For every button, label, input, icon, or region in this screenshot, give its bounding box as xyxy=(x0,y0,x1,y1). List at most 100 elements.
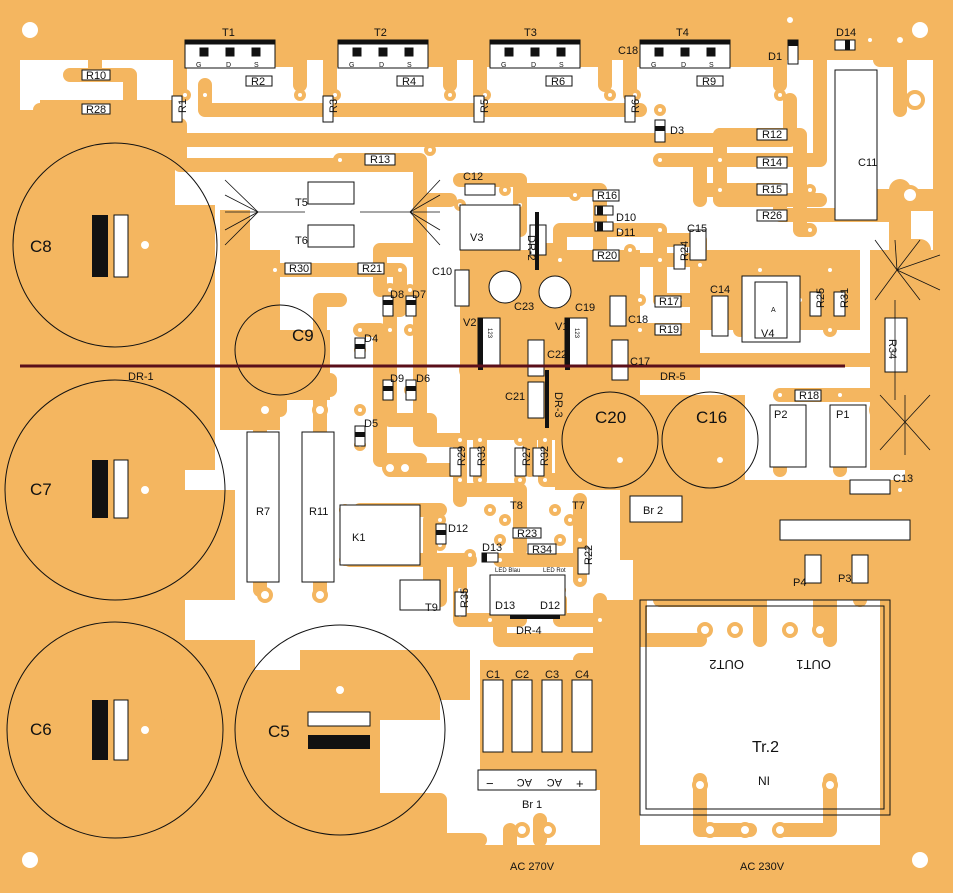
label-R15: R15 xyxy=(762,184,782,196)
label-led-blau: LED Blau xyxy=(495,568,520,574)
label-C11: C11 xyxy=(858,157,877,169)
label-T7: T7 xyxy=(572,500,585,512)
label-R21: R21 xyxy=(362,263,382,275)
label-R2: R2 xyxy=(251,76,265,88)
pin-s: S xyxy=(254,62,259,69)
label-K1: K1 xyxy=(352,532,365,544)
label-out1: OUT1 xyxy=(796,657,831,672)
label-R35: R35 xyxy=(459,588,471,608)
label-R26: R26 xyxy=(762,210,782,222)
label-V2: V2 xyxy=(463,317,476,329)
label-R19: R19 xyxy=(659,324,679,336)
label-D10: D10 xyxy=(616,212,636,224)
pin-s: S xyxy=(709,62,714,69)
pin-s: S xyxy=(407,62,412,69)
label-D6: D6 xyxy=(416,373,430,385)
label-C5: C5 xyxy=(268,722,290,741)
label-R31: R31 xyxy=(839,288,851,308)
label-C16: C16 xyxy=(696,408,727,427)
label-R10: R10 xyxy=(86,70,106,82)
label-ac270: AC 270V xyxy=(510,861,555,873)
label-C19: C19 xyxy=(575,302,595,314)
label-T1: T1 xyxy=(222,27,235,39)
label-DR-2: DR-2 xyxy=(525,235,537,261)
label-D7: D7 xyxy=(412,289,426,301)
label-C7: C7 xyxy=(30,480,52,499)
label-out2: OUT2 xyxy=(709,657,744,672)
label-R34b: R34 xyxy=(886,339,898,359)
label-R3: R3 xyxy=(328,99,340,113)
label-T3: T3 xyxy=(524,27,537,39)
label-C23: C23 xyxy=(514,301,534,313)
label-V1: V1 xyxy=(555,321,568,333)
label-R16: R16 xyxy=(597,190,617,202)
pin-d: D xyxy=(379,62,384,69)
label-D12: D12 xyxy=(448,523,468,535)
label-R18: R18 xyxy=(799,390,819,402)
label-R27: R27 xyxy=(521,446,533,466)
label-D13a: D13 xyxy=(482,542,502,554)
label-P2: P2 xyxy=(774,409,787,421)
pin-g: G xyxy=(501,62,506,69)
label-v2-pins: 123 xyxy=(486,328,492,339)
label-br1-ac1: AC xyxy=(517,776,532,788)
label-D8: D8 xyxy=(390,289,404,301)
label-C12: C12 xyxy=(463,171,483,183)
label-T9: T9 xyxy=(425,602,438,614)
label-C1: C1 xyxy=(486,669,500,681)
label-R5: R5 xyxy=(479,99,491,113)
label-R14: R14 xyxy=(762,157,782,169)
label-D3: D3 xyxy=(670,125,684,137)
silkscreen-layer xyxy=(4,39,941,839)
label-R30: R30 xyxy=(289,263,309,275)
label-V4: V4 xyxy=(761,328,774,340)
label-D9: D9 xyxy=(390,373,404,385)
label-C9: C9 xyxy=(292,326,314,345)
label-C17: C17 xyxy=(630,356,650,368)
pin-g: G xyxy=(651,62,656,69)
label-led-rot: LED Rot xyxy=(543,568,566,574)
pin-d: D xyxy=(226,62,231,69)
label-V3: V3 xyxy=(470,232,483,244)
label-D11: D11 xyxy=(616,227,635,239)
pin-s: S xyxy=(559,62,564,69)
label-R29: R29 xyxy=(456,446,468,466)
label-R23: R23 xyxy=(517,528,537,540)
label-DR-5: DR-5 xyxy=(660,371,686,383)
label-C20: C20 xyxy=(595,408,626,427)
label-R20: R20 xyxy=(597,250,617,262)
label-T2: T2 xyxy=(374,27,387,39)
label-C13: C13 xyxy=(893,473,913,485)
label-R11: R11 xyxy=(309,506,328,518)
label-Br1: Br 1 xyxy=(522,799,542,811)
label-R6: R6 xyxy=(551,76,565,88)
label-T4: T4 xyxy=(676,27,689,39)
label-R28: R28 xyxy=(86,104,106,116)
label-R4: R4 xyxy=(402,76,416,88)
label-DR-1: DR-1 xyxy=(128,371,154,383)
label-C22: C22 xyxy=(547,349,567,361)
label-C8: C8 xyxy=(30,237,52,256)
label-C14: C14 xyxy=(710,284,730,296)
label-C6: C6 xyxy=(30,720,52,739)
label-Br2: Br 2 xyxy=(643,505,663,517)
pin-d: D xyxy=(531,62,536,69)
label-C21: C21 xyxy=(505,391,525,403)
label-R33: R33 xyxy=(476,446,488,466)
label-C18b: C18 xyxy=(618,45,638,57)
label-P1: P1 xyxy=(836,409,849,421)
pin-g: G xyxy=(349,62,354,69)
label-DR-3: DR-3 xyxy=(552,392,564,418)
label-D1: D1 xyxy=(768,51,782,63)
label-R12: R12 xyxy=(762,129,782,141)
label-D14: D14 xyxy=(836,27,856,39)
label-D4: D4 xyxy=(364,333,378,345)
label-T5: T5 xyxy=(295,197,308,209)
pin-d: D xyxy=(681,62,686,69)
label-R22: R22 xyxy=(583,545,595,565)
pin-g: G xyxy=(196,62,201,69)
label-D5: D5 xyxy=(364,418,378,430)
label-R13: R13 xyxy=(370,154,390,166)
label-br1-ac2: AC xyxy=(547,776,562,788)
